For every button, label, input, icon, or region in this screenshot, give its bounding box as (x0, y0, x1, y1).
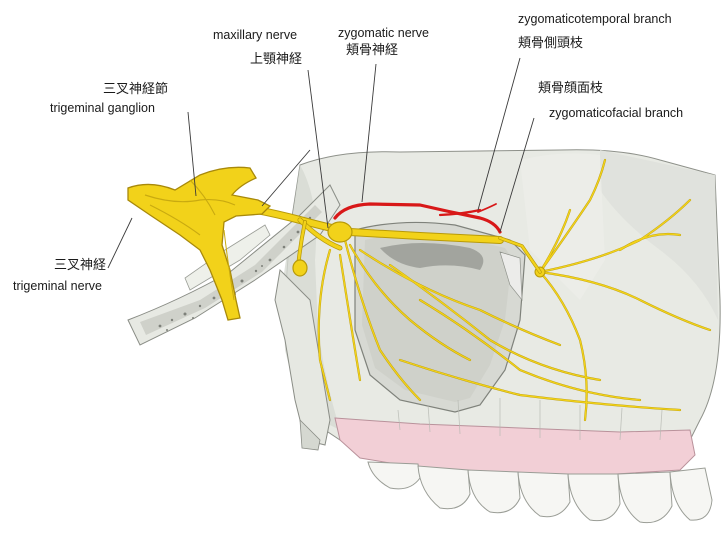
zygomatic-nerve-highlight (333, 202, 502, 234)
trigeminal-ganglion-shape (127, 166, 272, 321)
maxillary-nerve-label-ja: 上顎神経 (250, 52, 303, 67)
trigeminal-ganglion-label-en: trigeminal ganglion (50, 101, 155, 115)
trigeminal-nerve-label-ja: 三叉神経 (54, 258, 107, 273)
zygomaticofacial-branch-label-ja: 頬骨顔面枝 (538, 81, 604, 96)
maxillary-nerve-label-en: maxillary nerve (213, 28, 298, 42)
zygomaticotemporal-branch-label-en: zygomaticotemporal branch (518, 12, 672, 26)
leader-lines (107, 57, 535, 269)
zygomatic-nerve-label-en: zygomatic nerve (338, 26, 430, 40)
tooth-roots (397, 398, 663, 441)
zygomaticotemporal-branch-label-ja: 頬骨側頭枝 (518, 36, 584, 51)
pterygoid-process (274, 268, 331, 451)
trigeminal-nerve-label-en: trigeminal nerve (13, 279, 102, 293)
zygomaticofacial-branch-label-en: zygomaticofacial branch (549, 106, 684, 120)
gingiva (334, 417, 696, 476)
zygomatic-nerve-label-ja: 頬骨神経 (346, 43, 399, 58)
trigeminal-ganglion-label-ja: 三叉神経節 (103, 82, 169, 97)
upper-teeth (367, 461, 713, 524)
